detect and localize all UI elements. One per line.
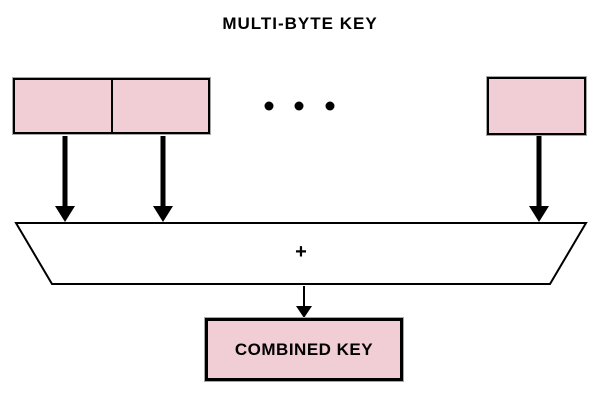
down-arrow-middle-icon: [153, 136, 173, 222]
combined-key-label: COMBINED KEY: [234, 339, 374, 359]
down-arrow-right-icon: [529, 136, 549, 222]
key-byte-cell-last: [486, 76, 587, 136]
key-byte-group-left: [12, 77, 211, 135]
combined-key-box: COMBINED KEY: [204, 317, 404, 382]
ellipsis-icon: [264, 101, 335, 111]
key-byte-cell-2: [112, 80, 208, 132]
down-arrow-output-icon: [296, 286, 312, 318]
down-arrow-left-icon: [55, 136, 75, 222]
diagram-title: MULTI-BYTE KEY: [222, 14, 378, 33]
combiner-trapezoid: [14, 222, 588, 285]
combiner-operator-label: +: [295, 241, 307, 263]
key-byte-cell-1: [15, 80, 113, 132]
